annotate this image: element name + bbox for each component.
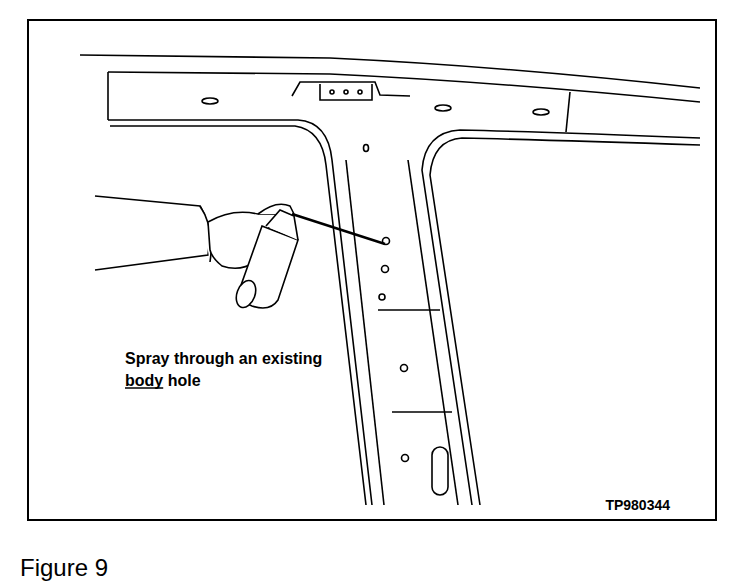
figure-frame xyxy=(28,20,716,520)
hand-with-spray-can xyxy=(95,196,385,310)
figure-code: TP980344 xyxy=(605,497,670,513)
figure-caption: Figure 9 xyxy=(20,554,108,582)
instruction-note: Spray through an existing body hole xyxy=(125,348,325,392)
body-pillar xyxy=(80,55,700,505)
